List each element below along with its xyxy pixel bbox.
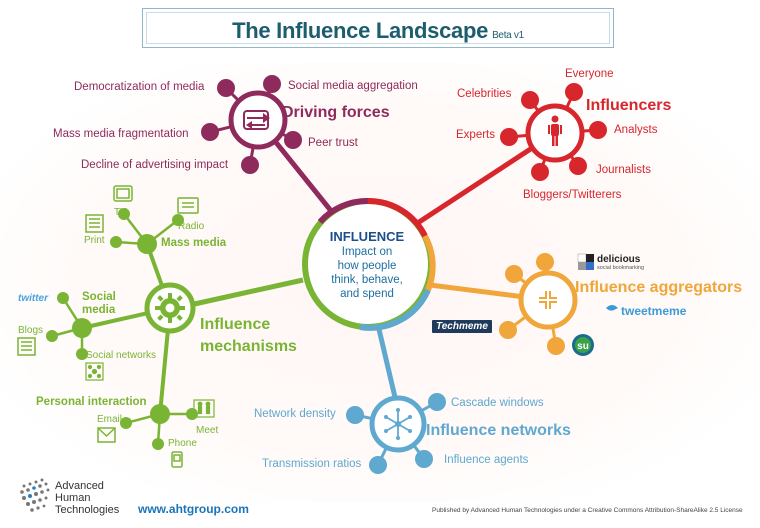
personal-item-email: Email [97, 414, 123, 425]
email-icon [97, 427, 116, 443]
influencer-item-bloggers: Bloggers/Twitterers [523, 189, 622, 201]
delicious-brand: delicious [597, 254, 641, 265]
personal-interaction-label: Personal interaction [36, 396, 147, 408]
tweetmeme-brand: tweetmeme [621, 304, 687, 318]
website-link[interactable]: www.ahtgroup.com [138, 502, 249, 516]
gear-icon [155, 293, 185, 323]
personal-item-meet: Meet [196, 425, 219, 436]
influencer-item-celebrities: Celebrities [457, 88, 512, 100]
mass-media-label: Mass media [161, 237, 227, 249]
title-beta: Beta v1 [492, 30, 524, 41]
center-hub [302, 197, 436, 331]
social-media-item-networks: Social networks [86, 350, 157, 361]
influencers-label: Influencers [586, 97, 672, 114]
center-heading: INFLUENCE [329, 229, 405, 244]
mechanisms-hub [46, 208, 198, 450]
center-line-1: Impact on [341, 246, 393, 258]
phone-icon [171, 451, 183, 468]
mechanisms-label-line1: Influence [200, 316, 271, 333]
mass-media-item-radio: Radio [178, 221, 205, 232]
center-hub-text: INFLUENCE Impact on how people think, be… [308, 230, 426, 301]
driving-item-aggregation: Social media aggregation [288, 80, 418, 92]
twitter-brand: twitter [18, 293, 48, 304]
aggregators-label: Influence aggregators [575, 279, 743, 296]
center-line-3: think, behave, [331, 274, 403, 286]
center-line-4: and spend [340, 288, 394, 300]
title-main: The Influence Landscape [232, 18, 489, 43]
techmeme-brand: Techmeme [432, 320, 492, 333]
network-item-density: Network density [254, 408, 336, 420]
center-line-2: how people [337, 260, 397, 272]
mechanisms-label-line2: mechanisms [200, 338, 297, 355]
driving-item-democratization: Democratization of media [74, 81, 205, 93]
tweetmeme-bird-icon [606, 305, 618, 311]
mass-media-item-tv: TV [114, 207, 127, 218]
network-item-cascade: Cascade windows [451, 397, 544, 409]
title-box-inner-border [146, 12, 610, 44]
compress-arrows-icon [536, 288, 560, 312]
network-item-agents: Influence agents [444, 454, 529, 466]
driving-forces-label: Driving forces [282, 104, 390, 121]
delicious-logo-icon [577, 253, 594, 270]
influencer-item-experts: Experts [456, 129, 495, 141]
blogs-icon [17, 337, 36, 356]
company-line-2: Human [55, 492, 91, 504]
person-icon [548, 115, 562, 146]
networks-label: Influence networks [426, 422, 571, 439]
svg-text:su: su [577, 341, 589, 352]
personal-item-phone: Phone [168, 438, 197, 449]
arrows-icon [243, 110, 270, 130]
radio-icon [177, 197, 199, 214]
company-line-1: Advanced [55, 480, 104, 492]
influencer-item-analysts: Analysts [614, 124, 658, 136]
mass-media-item-print: Print [84, 235, 105, 246]
license-text: Published by Advanced Human Technologies… [432, 507, 743, 514]
meet-icon [193, 399, 215, 418]
driving-item-peer-trust: Peer trust [308, 137, 358, 149]
company-name: Advanced Human Technologies [55, 480, 119, 516]
delicious-tagline: social bookmarking [597, 265, 645, 271]
tv-icon [113, 185, 133, 202]
social-networks-icon [85, 362, 104, 381]
driving-item-fragmentation: Mass media fragmentation [53, 128, 189, 140]
network-item-transmission: Transmission ratios [262, 458, 362, 470]
connector-mechanisms [189, 277, 304, 308]
aht-logo-icon [20, 478, 50, 512]
company-line-3: Technologies [55, 504, 120, 516]
influencer-item-journalists: Journalists [596, 164, 651, 176]
social-media-item-blogs: Blogs [18, 325, 44, 336]
driving-item-decline: Decline of advertising impact [81, 159, 229, 171]
snowflake-network-icon [384, 408, 412, 440]
social-media-label-line1: Social [82, 291, 116, 303]
print-icon [85, 214, 104, 233]
aggregators-hub [499, 253, 578, 355]
stumbleupon-icon: su [572, 334, 594, 356]
social-media-label-line2: media [82, 304, 116, 316]
influencer-item-everyone: Everyone [565, 68, 614, 80]
driving-forces-hub [201, 75, 302, 174]
